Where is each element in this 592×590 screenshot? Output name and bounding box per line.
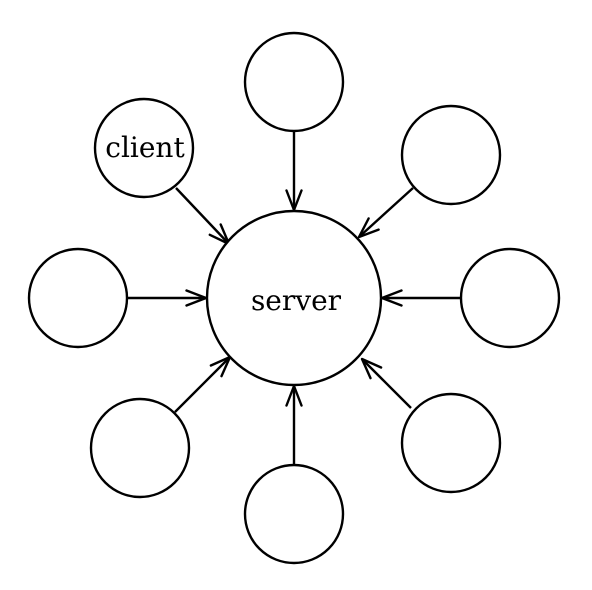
edge-client-6 <box>174 355 232 413</box>
server-label: server <box>251 284 342 317</box>
client-node-4 <box>400 392 502 494</box>
edge-client-0 <box>175 187 231 246</box>
client-node-5 <box>243 463 345 565</box>
edge-client-4 <box>360 357 412 409</box>
edge-client-3 <box>380 289 461 307</box>
client-node-2 <box>400 104 502 206</box>
client-label: client <box>105 131 185 164</box>
client-node-6 <box>89 397 191 499</box>
edge-client-7 <box>128 289 208 307</box>
client-node-0: client <box>93 97 195 199</box>
server-node: server <box>205 209 383 387</box>
client-node-1 <box>243 31 345 133</box>
edge-client-1 <box>285 132 303 212</box>
edge-client-5 <box>285 384 303 464</box>
client-node-7 <box>27 247 129 349</box>
edge-client-2 <box>357 187 414 239</box>
client-node-3 <box>459 247 561 349</box>
